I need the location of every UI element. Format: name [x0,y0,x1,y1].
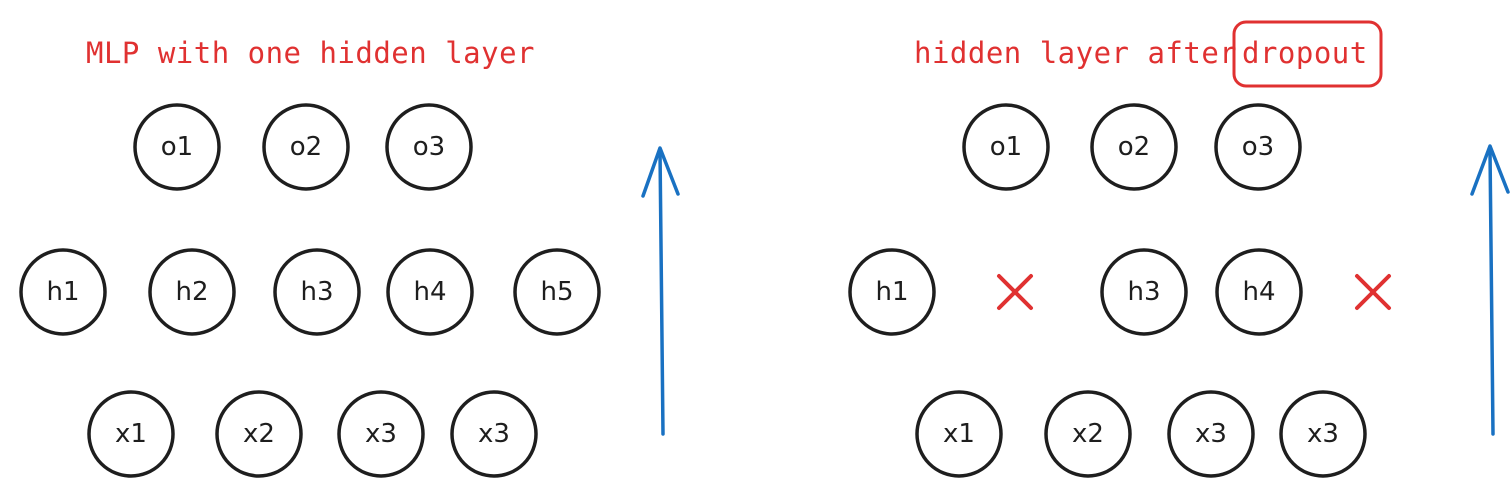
left-hidden-node-2: h2 [148,248,236,336]
right-output-node-3: o3 [1214,103,1302,191]
left-input-node-1: x1 [87,390,175,478]
right-hidden-node-4: h4 [1215,248,1303,336]
right-input-node-1: x1 [915,390,1003,478]
right-hidden-node-1: h1 [848,248,936,336]
node-label: o3 [413,132,445,162]
dropout-highlight-box [1232,20,1383,88]
node-label: h2 [175,277,208,307]
node-label: o2 [290,132,322,162]
left-hidden-node-1: h1 [19,248,107,336]
node-label: x2 [243,419,275,449]
node-circle [1167,390,1255,478]
node-label: h4 [413,277,446,307]
node-circle [87,390,175,478]
left-output-node-2: o2 [262,103,350,191]
node-label: o3 [1242,132,1274,162]
node-circle [915,390,1003,478]
node-circle [1090,103,1178,191]
left-input-node-2: x2 [215,390,303,478]
left-output-node-3: o3 [385,103,473,191]
node-circle [1044,390,1132,478]
node-circle [1215,248,1303,336]
node-label: o1 [161,132,193,162]
right-input-node-3: x3 [1167,390,1255,478]
right-flow-arrow [1470,144,1510,436]
right-input-node-4: x3 [1279,390,1367,478]
left-hidden-node-4: h4 [386,248,474,336]
left-hidden-node-3: h3 [273,248,361,336]
node-label: x2 [1072,419,1104,449]
right-output-node-1: o1 [962,103,1050,191]
right-panel-title-highlight: dropout [1242,36,1368,70]
node-label: x1 [115,419,147,449]
node-label: x3 [478,419,510,449]
node-circle [962,103,1050,191]
node-label: x3 [1307,419,1339,449]
node-circle [385,103,473,191]
node-circle [848,248,936,336]
right-hidden-dropped-mark-2 [997,274,1033,310]
node-circle [337,390,425,478]
left-panel-title: MLP with one hidden layer [86,36,535,70]
left-output-node-1: o1 [133,103,221,191]
node-circle [215,390,303,478]
node-circle [19,248,107,336]
node-circle [386,248,474,336]
node-circle [148,248,236,336]
node-label: o1 [990,132,1022,162]
node-circle [133,103,221,191]
right-input-node-2: x2 [1044,390,1132,478]
node-label: x1 [943,419,975,449]
node-label: h3 [300,277,333,307]
node-label: h1 [46,277,79,307]
node-label: x3 [365,419,397,449]
right-hidden-dropped-mark-5 [1355,274,1391,310]
right-panel-title: hidden layer after [914,36,1238,70]
node-circle [1279,390,1367,478]
right-network: o1 o2 o3 h1 h3 h4 x1 x2 x3 x3 [848,103,1391,478]
node-circle [450,390,538,478]
node-label: h5 [540,277,573,307]
node-circle [262,103,350,191]
left-network: o1 o2 o3 h1 h2 h3 h4 h5 x1 x2 x3 x3 [19,103,601,478]
node-label: o2 [1118,132,1150,162]
left-flow-arrow [641,146,680,436]
node-label: h3 [1127,277,1160,307]
node-label: h1 [875,277,908,307]
node-circle [273,248,361,336]
node-label: h4 [1242,277,1275,307]
node-circle [513,248,601,336]
node-circle [1214,103,1302,191]
left-hidden-node-5: h5 [513,248,601,336]
right-hidden-node-3: h3 [1100,248,1188,336]
left-input-node-4: x3 [450,390,538,478]
node-circle [1100,248,1188,336]
node-label: x3 [1195,419,1227,449]
left-input-node-3: x3 [337,390,425,478]
right-output-node-2: o2 [1090,103,1178,191]
